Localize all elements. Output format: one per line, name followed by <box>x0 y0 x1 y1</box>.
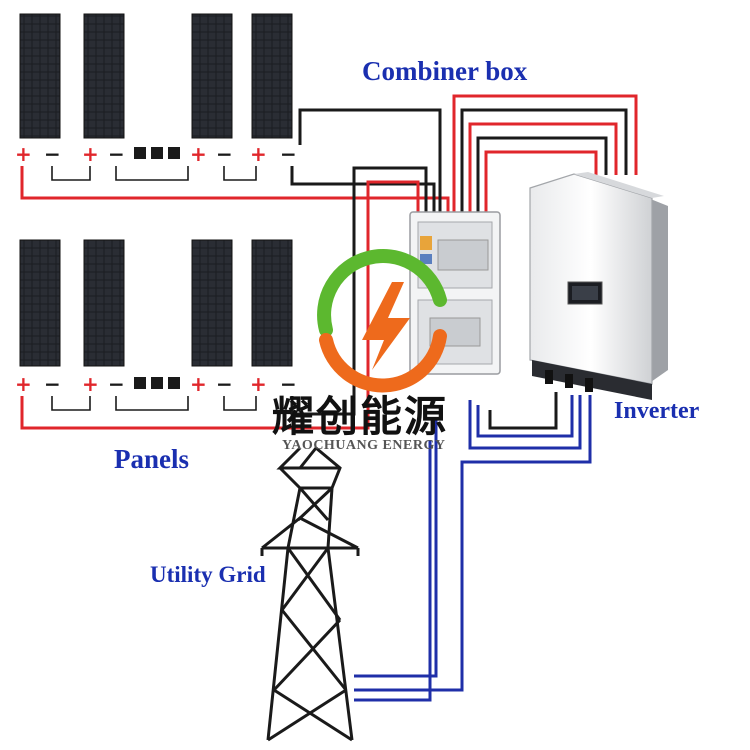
inverter-label: Inverter <box>614 398 700 424</box>
inverter <box>529 172 668 400</box>
ellipsis-squares <box>134 147 180 159</box>
positive-terminal: + <box>190 372 207 396</box>
solar-panel <box>191 239 233 367</box>
terminal-symbols: + − + − + − + − + − + − + − + − <box>15 142 297 396</box>
solar-panel <box>19 13 61 139</box>
positive-terminal: + <box>250 142 267 166</box>
solar-panel <box>191 13 233 139</box>
combiner-box-label: Combiner box <box>362 56 528 86</box>
series-jumpers <box>51 166 257 181</box>
watermark-chinese: 耀创能源 <box>272 392 449 441</box>
negative-terminal: − <box>280 142 297 166</box>
negative-terminal: − <box>280 372 297 396</box>
positive-terminal: + <box>82 142 99 166</box>
yaochuang-logo <box>317 249 447 393</box>
panel-row-bottom <box>19 239 293 411</box>
negative-terminal: − <box>216 142 233 166</box>
positive-terminal: + <box>190 142 207 166</box>
ac-wiring <box>354 395 592 702</box>
inverter-ground-wiring <box>488 392 558 430</box>
solar-panel <box>83 239 125 367</box>
negative-terminal: − <box>108 372 125 396</box>
negative-terminal: − <box>44 142 61 166</box>
utility-grid-label: Utility Grid <box>150 562 266 587</box>
solar-panel <box>251 239 293 367</box>
solar-panel <box>251 13 293 139</box>
solar-panel <box>83 13 125 139</box>
positive-terminal: + <box>82 372 99 396</box>
utility-grid-tower <box>260 446 360 742</box>
watermark-english: YAOCHUANG ENERGY <box>282 438 446 453</box>
series-jumpers <box>51 396 257 411</box>
solar-panel <box>19 239 61 367</box>
dc-wiring <box>20 94 638 430</box>
positive-terminal: + <box>15 142 32 166</box>
panels-label: Panels <box>114 444 190 474</box>
negative-terminal: − <box>216 372 233 396</box>
negative-terminal: − <box>44 372 61 396</box>
ellipsis-squares <box>134 377 180 389</box>
negative-terminal: − <box>108 142 125 166</box>
positive-terminal: + <box>15 372 32 396</box>
positive-terminal: + <box>250 372 267 396</box>
combiner-box <box>409 211 501 375</box>
panel-row-top <box>19 13 293 181</box>
